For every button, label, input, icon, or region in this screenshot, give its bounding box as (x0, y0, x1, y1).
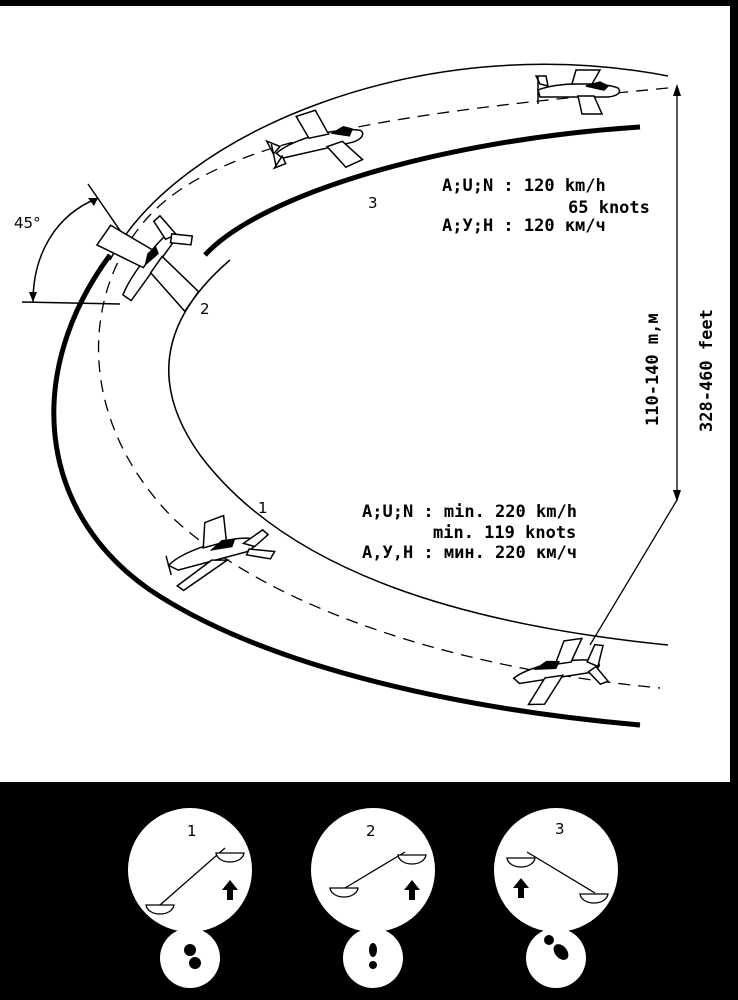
angle-arrowhead-bottom (29, 292, 37, 302)
indicator-1-right-pan (215, 852, 245, 863)
thick-curve-main (51, 253, 641, 728)
height-feet-label: 328-460 feet (697, 309, 717, 432)
height-arrow-bottom (673, 490, 681, 502)
indicator-3-number: 3 (555, 820, 565, 838)
flight-path-dashed (97, 87, 669, 689)
runway-inner-edge (168, 259, 669, 646)
indicator-2-ball (369, 943, 377, 957)
aircraft-2-icon (95, 214, 200, 313)
indicator-3-arrow-icon (513, 878, 529, 898)
speed-lower-line1: A;U;N : min. 220 km/h (362, 502, 577, 522)
turn-indicator-2: 2 (311, 808, 435, 988)
indicator-3-right-pan (579, 893, 609, 904)
angle-label: 45° (14, 214, 41, 232)
indicator-3-left-pan (506, 857, 536, 868)
aircraft-3-icon (265, 109, 364, 170)
turn-indicator-1: 1 (128, 808, 252, 988)
speed-upper-line3: A;У;H : 120 км/ч (442, 216, 606, 236)
position-number-1: 1 (258, 499, 268, 517)
thick-curve-top (203, 124, 641, 257)
indicator-3-ball (544, 935, 554, 945)
height-metric-label: 110-140 m,м (643, 313, 663, 426)
position-number-2: 2 (200, 300, 210, 318)
indicator-2-left-pan (329, 887, 359, 898)
indicator-1-left-pan (145, 904, 175, 915)
angle-arrowhead-top (88, 198, 98, 206)
speed-lower-line3: A,У,H : мин. 220 км/ч (362, 543, 577, 563)
speed-upper-line2: 65 knots (568, 198, 650, 218)
speed-upper-line1: A;U;N : 120 km/h (442, 176, 606, 196)
position-number-3: 3 (368, 194, 378, 212)
turn-indicator-3: 3 (494, 808, 618, 988)
height-arrow-top (673, 84, 681, 96)
indicator-1-number: 1 (187, 822, 197, 840)
runway-outer-edge (109, 63, 669, 261)
angle-horizontal-line (21, 301, 121, 305)
angle-arc (32, 197, 99, 303)
speed-lower-line2: min. 119 knots (433, 523, 576, 543)
aircraft-top-right-icon (534, 69, 621, 115)
indicator-1-ball (184, 944, 196, 956)
indicator-1-arrow-icon (222, 880, 238, 900)
indicator-2-right-pan (397, 854, 427, 865)
indicator-2-arrow-icon (404, 880, 420, 900)
aircraft-1-icon (165, 514, 276, 592)
aircraft-bottom-right-icon (512, 637, 610, 706)
indicator-2-number: 2 (366, 822, 376, 840)
paper-background (0, 6, 730, 782)
height-leader-line (589, 499, 678, 646)
